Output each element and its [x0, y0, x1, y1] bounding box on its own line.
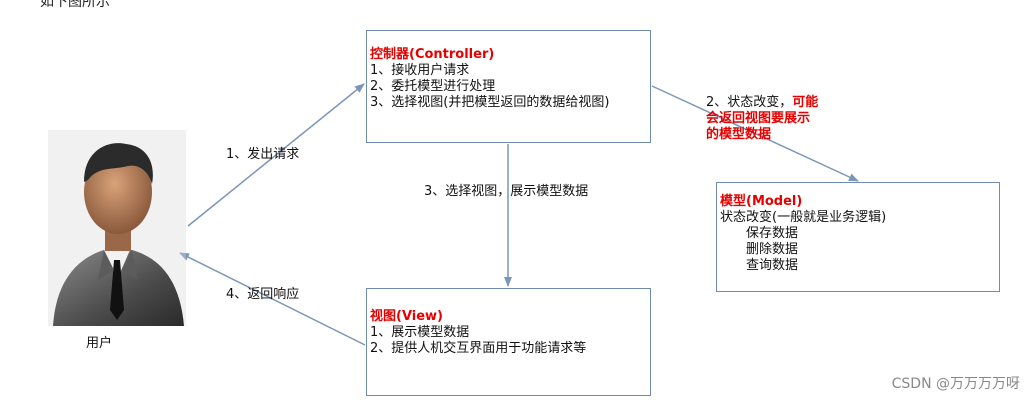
- controller-line-1: 1、接收用户请求: [370, 63, 650, 79]
- controller-title: 控制器(Controller): [370, 47, 650, 63]
- controller-line-3: 3、选择视图(并把模型返回的数据给视图): [370, 95, 650, 111]
- model-line-4: 查询数据: [720, 258, 999, 274]
- arrow-label-select-view: 3、选择视图，展示模型数据: [424, 180, 588, 199]
- model-line-1: 状态改变(一般就是业务逻辑): [720, 210, 999, 226]
- state-change-red-3: 的模型数据: [706, 127, 818, 143]
- state-change-red-1: 可能: [792, 95, 818, 110]
- state-change-red-2: 会返回视图要展示: [706, 111, 818, 127]
- arrow-label-return-response: 4、返回响应: [226, 283, 299, 302]
- model-box: 模型(Model) 状态改变(一般就是业务逻辑) 保存数据 删除数据 查询数据: [716, 182, 1000, 292]
- user-avatar-icon: [48, 130, 186, 326]
- controller-box: 控制器(Controller) 1、接收用户请求 2、委托模型进行处理 3、选择…: [366, 30, 651, 143]
- model-title: 模型(Model): [720, 194, 999, 210]
- controller-line-2: 2、委托模型进行处理: [370, 79, 650, 95]
- model-line-2: 保存数据: [720, 226, 999, 242]
- view-box: 视图(View) 1、展示模型数据 2、提供人机交互界面用于功能请求等: [366, 288, 651, 396]
- view-line-1: 1、展示模型数据: [370, 325, 650, 341]
- arrow-label-state-change: 2、状态改变，可能 会返回视图要展示 的模型数据: [706, 95, 818, 143]
- user-label: 用户: [86, 332, 112, 351]
- model-line-3: 删除数据: [720, 242, 999, 258]
- arrow-label-send-request: 1、发出请求: [226, 143, 299, 162]
- view-line-2: 2、提供人机交互界面用于功能请求等: [370, 341, 650, 357]
- view-title: 视图(View): [370, 309, 650, 325]
- state-change-prefix: 2、状态改变，: [706, 95, 792, 110]
- watermark: CSDN @万万万万呀: [892, 373, 1020, 393]
